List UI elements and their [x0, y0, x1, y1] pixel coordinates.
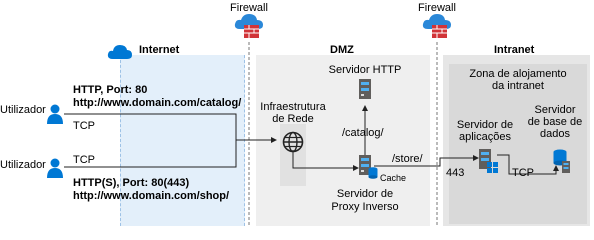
- app-server-label-1: Servidor de: [456, 119, 514, 131]
- user-top-label: Utilizador: [0, 104, 46, 116]
- user-bottom-icon: [47, 158, 63, 178]
- http-server-icon: [359, 79, 371, 99]
- store-path-label: /store/: [392, 153, 423, 165]
- top-protocol-label: HTTP, Port: 80: [73, 84, 148, 96]
- db-server-label-1: Servidor: [534, 104, 576, 116]
- firewall-left-icon: [234, 14, 263, 38]
- firewall-right-label: Firewall: [418, 2, 456, 14]
- network-infra-label-1: Infraestrutura: [260, 101, 326, 113]
- bottom-protocol-label: HTTP(S), Port: 80(443): [73, 177, 190, 189]
- cache-label: Cache: [380, 173, 407, 183]
- bottom-tcp-label: TCP: [73, 154, 95, 166]
- intranet-hosting-zone: [449, 64, 587, 224]
- catalog-path-label: /catalog/: [342, 127, 384, 139]
- database-server-icon: [553, 149, 570, 173]
- connection-lines: [64, 42, 559, 226]
- user-top-icon: [47, 104, 63, 124]
- cache-icon: [368, 167, 378, 179]
- reverse-proxy-icon: [359, 155, 371, 175]
- dmz-zone-title: DMZ: [330, 44, 354, 56]
- globe-icon: [282, 131, 304, 153]
- hosting-zone-label-2: da intranet: [492, 80, 544, 92]
- app-server-label-2: aplicações: [459, 131, 511, 143]
- db-server-label-3: dados: [540, 128, 570, 140]
- firewall-right-icon: [422, 14, 451, 38]
- top-tcp-label: TCP: [73, 120, 95, 132]
- reverse-proxy-label-1: Servidor de: [336, 188, 394, 200]
- network-infra-label-2: de Rede: [272, 113, 314, 125]
- reverse-proxy-label-2: Proxy Inverso: [331, 201, 399, 213]
- internet-zone-title: Internet: [139, 44, 180, 56]
- top-url-label: http://www.domain.com/catalog/: [73, 97, 242, 109]
- cloud-icon: [107, 45, 132, 59]
- db-server-label-2: de base de: [527, 116, 583, 128]
- port-443-label: 443: [446, 167, 465, 179]
- user-bottom-label: Utilizador: [0, 159, 46, 171]
- firewall-left-label: Firewall: [230, 2, 268, 14]
- intranet-zone-title: Intranet: [494, 44, 535, 56]
- hosting-zone-label-1: Zona de alojamento: [469, 68, 567, 80]
- bottom-url-label: http://www.domain.com/shop/: [73, 190, 230, 202]
- internet-zone: [120, 55, 245, 226]
- intranet-tcp-label: TCP: [512, 167, 534, 179]
- http-server-label: Servidor HTTP: [328, 64, 402, 76]
- app-server-icon: [479, 149, 498, 173]
